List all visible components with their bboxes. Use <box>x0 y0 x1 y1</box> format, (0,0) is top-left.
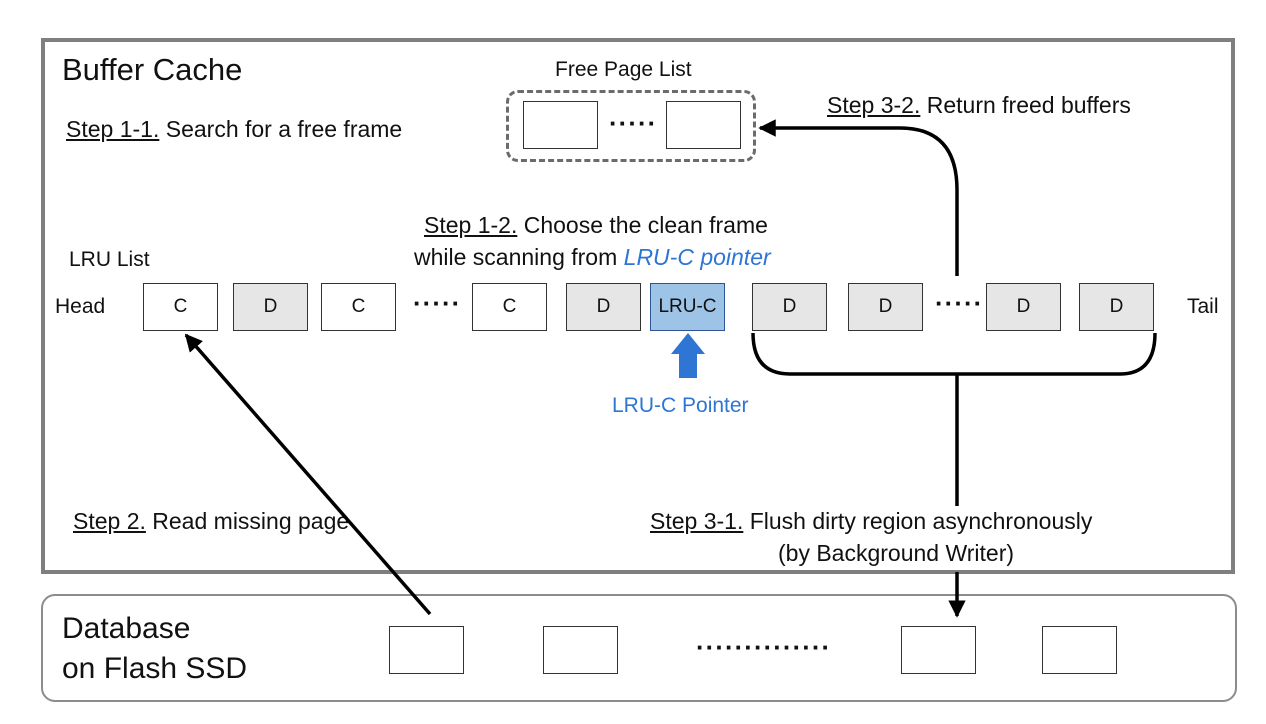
step-1-2-line2: while scanning from LRU-C pointer <box>414 244 771 271</box>
lru-list-label: LRU List <box>69 248 150 271</box>
dirty-region-bracket <box>751 332 1157 376</box>
free-list-ellipsis: ····· <box>609 108 658 138</box>
step-1-2-line2-text: while scanning from <box>414 244 624 270</box>
lru-frame-dirty: D <box>233 283 308 331</box>
lru-frame-clean: C <box>321 283 396 331</box>
step-2-label: Step 2. Read missing page <box>73 508 349 535</box>
database-label-line2: on Flash SSD <box>62 652 248 685</box>
step-3-2-label: Step 3-2. Return freed buffers <box>827 92 1131 119</box>
step-1-1-number: Step 1-1. <box>66 116 160 142</box>
ssd-page <box>389 626 464 674</box>
ssd-page <box>543 626 618 674</box>
tail-label: Tail <box>1187 295 1219 318</box>
free-page-list-label: Free Page List <box>555 58 692 81</box>
free-frame <box>523 101 598 149</box>
lru-c-pointer-arrow-icon <box>671 333 705 378</box>
lru-frame-dirty: D <box>1079 283 1154 331</box>
ssd-pages-ellipsis: ·············· <box>696 632 832 662</box>
step-1-1-label: Step 1-1. Search for a free frame <box>66 116 402 143</box>
step-1-2-number: Step 1-2. <box>424 212 518 238</box>
return-freed-buffers-arrow <box>758 119 959 276</box>
lru-c-pointer-italic: LRU-C pointer <box>623 244 771 270</box>
head-label: Head <box>55 295 106 318</box>
free-page-list <box>506 90 756 162</box>
step-3-1-line2: (by Background Writer) <box>778 540 1015 566</box>
step-3-1-text: Flush dirty region asynchronously <box>743 508 1093 534</box>
lru-list-ellipsis: ····· <box>935 288 984 318</box>
lru-frame-dirty: D <box>848 283 923 331</box>
step-1-2-text: Choose the clean frame <box>517 212 768 238</box>
step-2-text: Read missing page <box>145 508 350 534</box>
step-1-1-text: Search for a free frame <box>159 116 403 142</box>
free-frame <box>666 101 741 149</box>
lru-frame-clean: C <box>472 283 547 331</box>
buffer-cache-title: Buffer Cache <box>62 52 243 87</box>
lru-c-pointer-label: LRU-C Pointer <box>612 394 749 417</box>
step-3-2-text: Return freed buffers <box>920 92 1131 118</box>
database-box <box>41 594 1237 702</box>
lru-frame-dirty: D <box>986 283 1061 331</box>
lru-list-ellipsis: ····· <box>413 288 462 318</box>
lru-frame-dirty: D <box>752 283 827 331</box>
database-label-line1: Database <box>62 612 191 645</box>
lru-frame-dirty: D <box>566 283 641 331</box>
step-3-2-number: Step 3-2. <box>827 92 921 118</box>
step-1-2-label: Step 1-2. Choose the clean frame <box>424 212 768 239</box>
step-3-1-number: Step 3-1. <box>650 508 744 534</box>
lru-frame-clean: C <box>143 283 218 331</box>
step-2-number: Step 2. <box>73 508 146 534</box>
ssd-page <box>1042 626 1117 674</box>
step-3-1-label: Step 3-1. Flush dirty region asynchronou… <box>650 508 1092 535</box>
lru-frame-lru-c: LRU-C <box>650 283 725 331</box>
ssd-page <box>901 626 976 674</box>
read-missing-page-arrow <box>184 333 432 616</box>
